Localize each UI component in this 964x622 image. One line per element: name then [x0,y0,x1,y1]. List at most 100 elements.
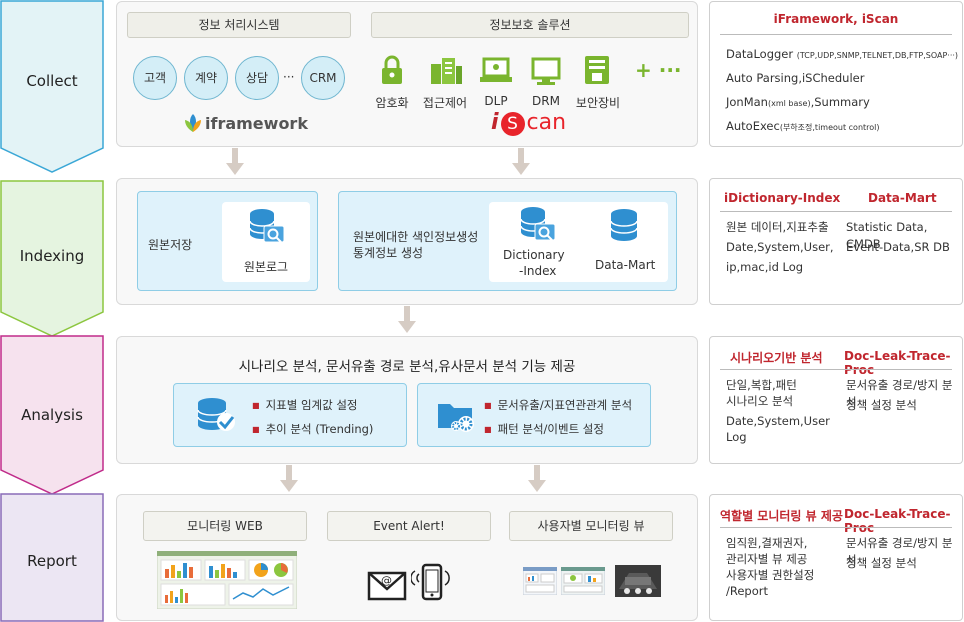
side-collect-line-3: JonMan(xml base),Summary [726,94,870,112]
raw-storage-box: 원본저장 원본로그 [137,191,318,291]
side-analysis-right-1: 문서유출 경로/방지 분석 [846,378,953,409]
security-device-icon [585,56,609,84]
side-indexing-right-1: Statistic Data, CMDB [846,220,928,251]
event-alert-button[interactable]: Event Alert! [327,511,491,541]
server-icon [431,58,462,84]
side-report: 역할별 모니터링 뷰 제공 Doc-Leak-Trace-Proc 임직원,결재… [709,494,963,621]
arrow-down-icon [280,465,298,492]
trending-item: ■추이 분석 (Trending) [252,421,373,437]
circle-customer: 고객 [133,56,177,100]
side-indexing-left-1: 원본 데이터,지표추출 [726,220,829,234]
chevron-analysis [0,335,104,495]
trending-item-label: 추이 분석 (Trending) [265,422,374,436]
side-collect-line-3-note: (xml base) [767,99,811,108]
stage-label-report: Report [27,552,77,570]
divider [720,527,952,528]
label-security-device: 보안장비 [575,96,621,110]
side-collect-line-2: Auto Parsing,iSCheduler [726,71,865,85]
arrow-down-icon [512,148,530,175]
side-analysis-left-2: 시나리오 분석 [726,394,794,408]
data-mart-label: Data-Mart [595,258,656,272]
index-generation-box: 원본에대한 색인정보생성 통계정보 생성 Dictionary -I [338,191,677,291]
stage-label-collect: Collect [26,72,78,90]
side-report-title-left: 역할별 모니터링 뷰 제공 [720,509,843,523]
side-collect-line-4-main: AutoExec [726,119,780,133]
index-generation-label-1: 원본에대한 색인정보생성 [353,230,479,244]
raw-storage-label: 원본저장 [148,238,193,252]
stage-label-analysis: Analysis [21,406,83,424]
data-mart-icon [610,209,638,241]
side-report-left-2: 관리자별 뷰 제공 [726,552,808,566]
side-analysis-left-3: Date,System,User [726,414,830,428]
side-collect-line-1-main: DataLogger [726,47,797,61]
side-collect-line-3-main: JonMan [726,95,768,109]
plus-more: + ··· [635,58,682,82]
bullet-icon: ■ [484,401,492,410]
stage-chevrons [0,0,104,622]
iscan-s: S [500,112,525,136]
side-report-left-3: 사용자별 권한설정 [726,568,815,582]
indexing-panel: 원본저장 원본로그 원본에대한 색인정보생성 통계정보 생성 [116,178,698,305]
leak-analysis-box: ■ 문서유출/지표연관관계 분석 ■패턴 분석/이벤트 설정 [417,383,651,447]
side-analysis-left-4: Log [726,430,747,444]
database-check-icon [197,398,235,431]
side-collect-line-1: DataLogger (TCP,UDP,SNMP,TELNET,DB,FTP,S… [726,46,958,64]
label-access-control: 접근제어 [422,96,468,110]
dictionary-index-icon [520,207,556,241]
bullet-icon: ■ [484,425,492,434]
user-monitoring-view-button[interactable]: 사용자별 모니터링 뷰 [509,511,673,541]
monitoring-web-button[interactable]: 모니터링 WEB [143,511,307,541]
side-analysis-right-2: 정책 설정 분석 [846,398,917,412]
arrow-down-icon [226,148,244,175]
iscan-i: i [491,110,499,135]
side-report-left-1: 임직원,결재권자, [726,536,808,550]
side-indexing-title-right: Data-Mart [868,191,937,205]
dlp-laptop-icon [480,57,512,82]
stage-label-indexing: Indexing [19,247,85,265]
chevron-indexing [0,180,104,337]
iframework-leaf-icon [185,114,201,132]
divider [720,369,952,370]
iscan-rest: can [526,110,567,135]
circle-consult: 상담 [235,56,279,100]
email-icon: @ [367,571,407,601]
side-indexing-left-2: Date,System,User, [726,240,834,254]
lock-icon [382,55,402,84]
analysis-panel: 시나리오 분석, 문서유출 경로 분석,유사문서 분석 기능 제공 ■지표별 임… [116,336,698,464]
user-view-thumbnail-2 [561,567,605,595]
side-collect: iFramework, iScan DataLogger (TCP,UDP,SN… [709,1,963,147]
leak-relation-item-label: 문서유출/지표연관관계 분석 [497,398,633,412]
side-analysis-left-1: 단일,복합,패턴 [726,378,797,392]
threshold-item: ■지표별 임계값 설정 [252,397,358,413]
label-encryption: 암호화 [375,96,409,110]
collect-panel: 정보 처리시스템 정보보호 솔루션 고객 계약 상담 ··· CRM ifram… [116,1,698,147]
index-generation-label-2: 통계정보 생성 [353,246,424,260]
arrow-down-icon [528,465,546,492]
circle-contract: 계약 [184,56,228,100]
circle-ellipsis: ··· [283,70,295,84]
info-system-header: 정보 처리시스템 [127,12,351,38]
threshold-box: ■지표별 임계값 설정 ■추이 분석 (Trending) [173,383,407,447]
raw-log-box: 원본로그 [222,202,310,282]
divider [720,211,952,212]
database-search-icon [249,209,285,243]
side-collect-title: iFramework, iScan [773,12,899,26]
circle-crm: CRM [301,56,345,100]
leak-relation-item: ■ 문서유출/지표연관관계 분석 [484,397,632,413]
side-indexing-title-left: iDictionary-Index [724,191,841,205]
side-indexing: iDictionary-Index Data-Mart 원본 데이터,지표추출 … [709,178,963,305]
side-report-title-right: Doc-Leak-Trace-Proc [844,507,951,535]
side-collect-line-1-note: (TCP,UDP,SNMP,TELNET,DB,FTP,SOAP···) [796,51,959,60]
divider [720,34,952,35]
side-analysis-title-right: Doc-Leak-Trace-Proc [844,349,951,377]
side-collect-line-3-rest: ,Summary [810,95,870,109]
user-view-thumbnail-3 [615,565,661,597]
arrow-down-icon [398,306,416,333]
label-dlp: DLP [484,94,508,108]
monitoring-dashboard-thumbnail [157,551,297,609]
folder-gear-icon [438,404,474,432]
label-drm: DRM [532,94,560,108]
pattern-event-item: ■패턴 분석/이벤트 설정 [484,421,604,437]
bullet-icon: ■ [252,401,260,410]
